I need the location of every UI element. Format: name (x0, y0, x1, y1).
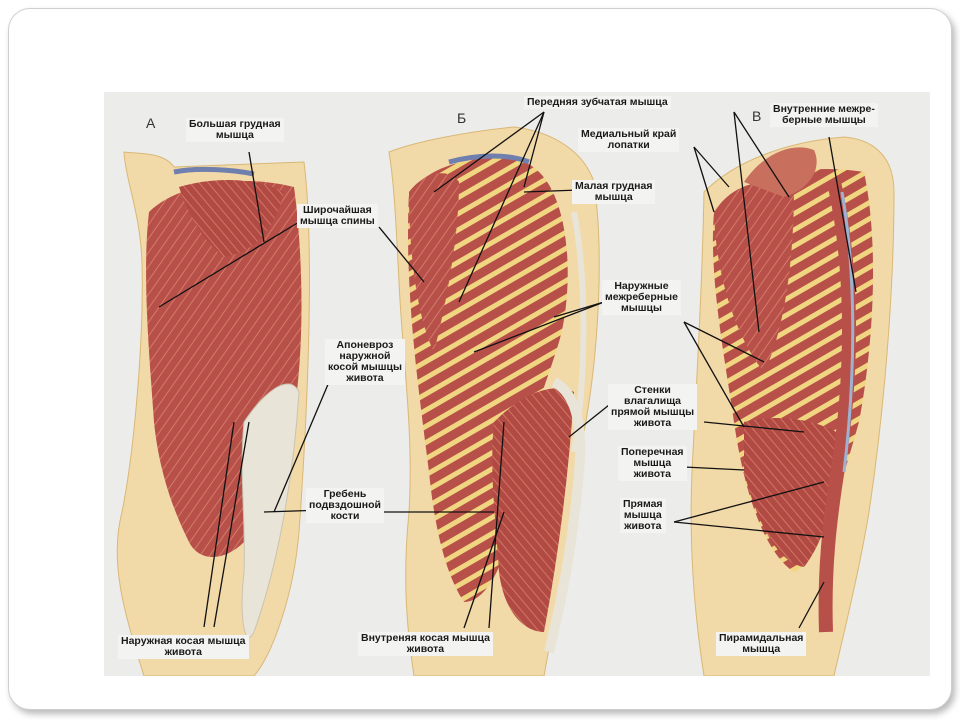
label-rectus-text: Прямая мышца живота (623, 498, 663, 532)
label-iliac-crest-text: Гребень подвздошной кости (309, 488, 381, 522)
anatomy-illustration (116, 111, 895, 676)
label-med-border: Медиальный край лопатки (578, 128, 680, 152)
anatomy-figure: А Б В Большая грудная мышца Широчайшая м… (104, 92, 930, 676)
label-pec-minor-text: Малая грудная мышца (575, 180, 653, 203)
label-lat-dorsi: Широчайшая мышца спины (297, 204, 378, 228)
label-ext-oblique-text: Наружная косая мышца живота (121, 635, 246, 658)
panel-letter-b: Б (457, 110, 467, 126)
label-lat-dorsi-text: Широчайшая мышца спины (300, 204, 375, 227)
label-rectus: Прямая мышца живота (620, 498, 666, 533)
label-med-border-text: Медиальный край лопатки (581, 128, 677, 151)
panel-letter-c: В (752, 108, 762, 124)
label-aponeurosis: Апоневроз наружной косой мышцы живота (325, 339, 405, 385)
label-iliac-crest: Гребень подвздошной кости (306, 488, 384, 523)
label-rectus-sheath-text: Стенки влагалища прямой мышцы живота (611, 384, 695, 429)
label-int-intercostal: Внутренние межре- берные мышцы (770, 103, 878, 127)
label-int-intercostal-text: Внутренние межре- берные мышцы (773, 103, 875, 126)
label-int-oblique: Внутреняя косая мышца живота (358, 632, 493, 656)
panel-c-torso (690, 136, 895, 676)
label-transversus: Поперечная мышца живота (618, 446, 687, 481)
label-pyramidalis: Пирамидальная мышца (716, 632, 807, 656)
label-pec-major: Большая грудная мышца (186, 118, 284, 142)
label-transversus-text: Поперечная мышца живота (621, 446, 684, 480)
label-int-oblique-text: Внутреняя косая мышца живота (361, 632, 490, 655)
label-serratus-ant-text: Передняя зубчатая мышца (527, 96, 668, 108)
label-pyramidalis-text: Пирамидальная мышца (719, 632, 804, 655)
panel-b-torso (388, 126, 600, 676)
label-pec-minor: Малая грудная мышца (572, 180, 656, 204)
panel-letter-a: А (146, 115, 156, 131)
label-ext-intercostal: Наружные межреберные мышцы (602, 280, 681, 315)
panel-a-torso (116, 151, 310, 676)
label-rectus-sheath: Стенки влагалища прямой мышцы живота (608, 384, 698, 430)
label-aponeurosis-text: Апоневроз наружной косой мышцы живота (328, 339, 402, 384)
label-serratus-ant: Передняя зубчатая мышца (524, 96, 671, 109)
label-pec-major-text: Большая грудная мышца (189, 118, 281, 141)
label-ext-intercostal-text: Наружные межреберные мышцы (605, 280, 678, 314)
label-ext-oblique: Наружная косая мышца живота (118, 635, 249, 659)
leader-lines (158, 111, 857, 629)
